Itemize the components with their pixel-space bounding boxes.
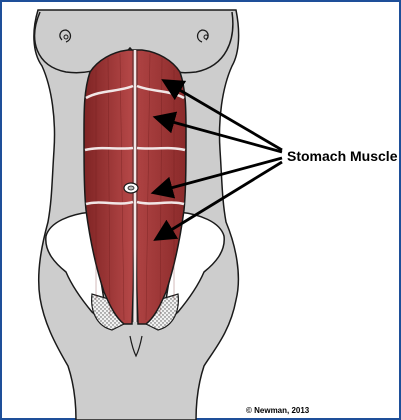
stomach-muscle-label: Stomach Muscle (287, 148, 397, 164)
navel-inner (128, 186, 134, 190)
copyright-credit: © Newman, 2013 (246, 406, 309, 415)
